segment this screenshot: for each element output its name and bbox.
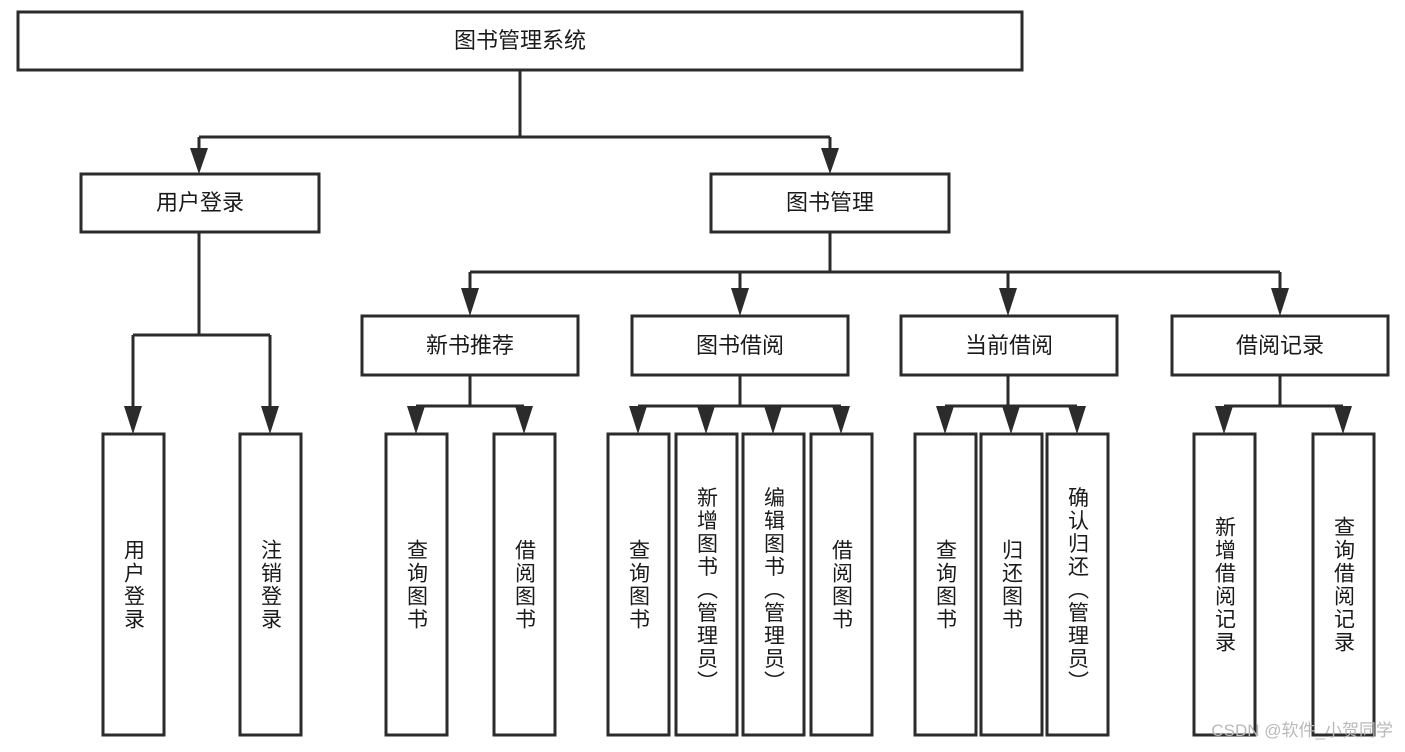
node-book-management-box[interactable] [709, 172, 951, 234]
leaf-user-login-1-label: 用户登录 [122, 539, 146, 631]
arrow-head-leaf-bookborrow-2 [697, 406, 715, 434]
leaf-user-login-2-label: 注销登录 [259, 539, 283, 631]
leaf-book-borrow-4-label: 借阅图书 [830, 539, 854, 631]
arrow-head-current-borrow [999, 288, 1017, 316]
connector-group-currentborrow [936, 375, 1086, 434]
leaf-current-borrow-3[interactable]: 确认归还（管理员） [1045, 432, 1110, 737]
leaf-current-borrow-1-label: 查询图书 [934, 539, 958, 631]
leaf-book-borrow-2-label: 新增图书（管理员） [695, 487, 719, 694]
leaf-book-borrow-1-box[interactable] [606, 432, 671, 737]
leaf-book-borrow-1[interactable]: 查询图书 [606, 432, 671, 737]
arrow-head-leaf-currentborrow-3 [1068, 406, 1086, 434]
connector-group-borrowrecord [1215, 375, 1352, 434]
arrow-head-leaf-newbook-1 [407, 406, 425, 434]
node-root-box[interactable] [16, 10, 1024, 72]
leaf-borrow-record-2[interactable]: 查询借阅记录 [1311, 432, 1376, 737]
arrow-head-book-borrow [731, 288, 749, 316]
node-user-login[interactable]: 用户登录 [79, 172, 321, 234]
arrow-head-leaf-currentborrow-1 [936, 406, 954, 434]
connector-group-bookmgmt [461, 232, 1289, 316]
node-book-management-label: 图书管理 [786, 190, 874, 215]
leaf-book-borrow-4[interactable]: 借阅图书 [809, 432, 874, 737]
node-current-borrow-box[interactable] [899, 314, 1119, 377]
leaf-new-book-1-box[interactable] [384, 432, 449, 737]
arrow-head-leaf-newbook-2 [515, 406, 533, 434]
node-new-book-recommend-label: 新书推荐 [426, 333, 514, 358]
connector-group-bookborrow [629, 375, 850, 434]
node-book-borrow-box[interactable] [630, 314, 850, 377]
leaf-borrow-record-2-label: 查询借阅记录 [1332, 516, 1356, 654]
node-borrow-record-label: 借阅记录 [1236, 333, 1324, 358]
node-new-book-recommend[interactable]: 新书推荐 [360, 314, 580, 377]
leaf-borrow-record-1-label: 新增借阅记录 [1213, 516, 1237, 654]
node-current-borrow-label: 当前借阅 [965, 333, 1053, 358]
connector-group-root [190, 70, 839, 174]
connector-group-newbook [407, 375, 533, 434]
leaf-book-borrow-2-box[interactable] [674, 432, 739, 737]
leaf-current-borrow-3-box[interactable] [1045, 432, 1110, 737]
node-book-borrow[interactable]: 图书借阅 [630, 314, 850, 377]
leaf-borrow-record-2-box[interactable] [1311, 432, 1376, 737]
leaf-borrow-record-1-box[interactable] [1192, 432, 1257, 737]
leaf-new-book-1-label: 查询图书 [405, 539, 429, 631]
leaf-user-login-2-box[interactable] [238, 432, 303, 737]
node-user-login-label: 用户登录 [156, 190, 244, 215]
node-new-book-recommend-box[interactable] [360, 314, 580, 377]
node-book-management[interactable]: 图书管理 [709, 172, 951, 234]
leaf-current-borrow-1[interactable]: 查询图书 [913, 432, 978, 737]
leaf-new-book-2[interactable]: 借阅图书 [492, 432, 557, 737]
arrow-head-leaf-bookborrow-4 [832, 406, 850, 434]
connector-group-userlogin [124, 232, 279, 434]
leaf-book-borrow-3-label: 编辑图书（管理员） [762, 487, 786, 694]
leaf-current-borrow-2[interactable]: 归还图书 [979, 432, 1044, 737]
leaf-book-borrow-4-box[interactable] [809, 432, 874, 737]
leaf-borrow-record-1[interactable]: 新增借阅记录 [1192, 432, 1257, 737]
leaf-user-login-1[interactable]: 用户登录 [101, 432, 166, 737]
leaf-new-book-2-label: 借阅图书 [513, 539, 537, 631]
arrow-head-userlogin [190, 148, 208, 174]
node-borrow-record[interactable]: 借阅记录 [1170, 314, 1390, 377]
arrow-head-bookmgmt [821, 148, 839, 174]
leaf-new-book-2-box[interactable] [492, 432, 557, 737]
leaf-current-borrow-3-label: 确认归还（管理员） [1066, 487, 1090, 694]
arrow-head-borrow-record [1271, 288, 1289, 316]
leaf-user-login-1-box[interactable] [101, 432, 166, 737]
leaf-current-borrow-1-box[interactable] [913, 432, 978, 737]
leaf-new-book-1[interactable]: 查询图书 [384, 432, 449, 737]
arrow-head-leaf-bookborrow-1 [629, 406, 647, 434]
leaf-current-borrow-2-box[interactable] [979, 432, 1044, 737]
leaf-user-login-2[interactable]: 注销登录 [238, 432, 303, 737]
leaf-book-borrow-2[interactable]: 新增图书（管理员） [674, 432, 739, 737]
arrow-head-leaf-borrowrecord-1 [1215, 406, 1233, 434]
arrow-head-leaf-user-login-2 [261, 406, 279, 434]
leaf-book-borrow-3[interactable]: 编辑图书（管理员） [741, 432, 806, 737]
leaf-current-borrow-2-label: 归还图书 [1000, 539, 1024, 631]
leaf-book-borrow-1-label: 查询图书 [627, 539, 651, 631]
node-user-login-box[interactable] [79, 172, 321, 234]
node-book-borrow-label: 图书借阅 [696, 333, 784, 358]
arrow-head-leaf-borrowrecord-2 [1334, 406, 1352, 434]
arrow-head-leaf-user-login-1 [124, 406, 142, 434]
leaf-book-borrow-3-box[interactable] [741, 432, 806, 737]
node-borrow-record-box[interactable] [1170, 314, 1390, 377]
arrow-head-leaf-currentborrow-2 [1002, 406, 1020, 434]
node-root[interactable]: 图书管理系统 [16, 10, 1024, 72]
node-root-label: 图书管理系统 [454, 28, 586, 53]
arrow-head-leaf-bookborrow-3 [764, 406, 782, 434]
arrow-head-new-book [461, 288, 479, 316]
node-current-borrow[interactable]: 当前借阅 [899, 314, 1119, 377]
